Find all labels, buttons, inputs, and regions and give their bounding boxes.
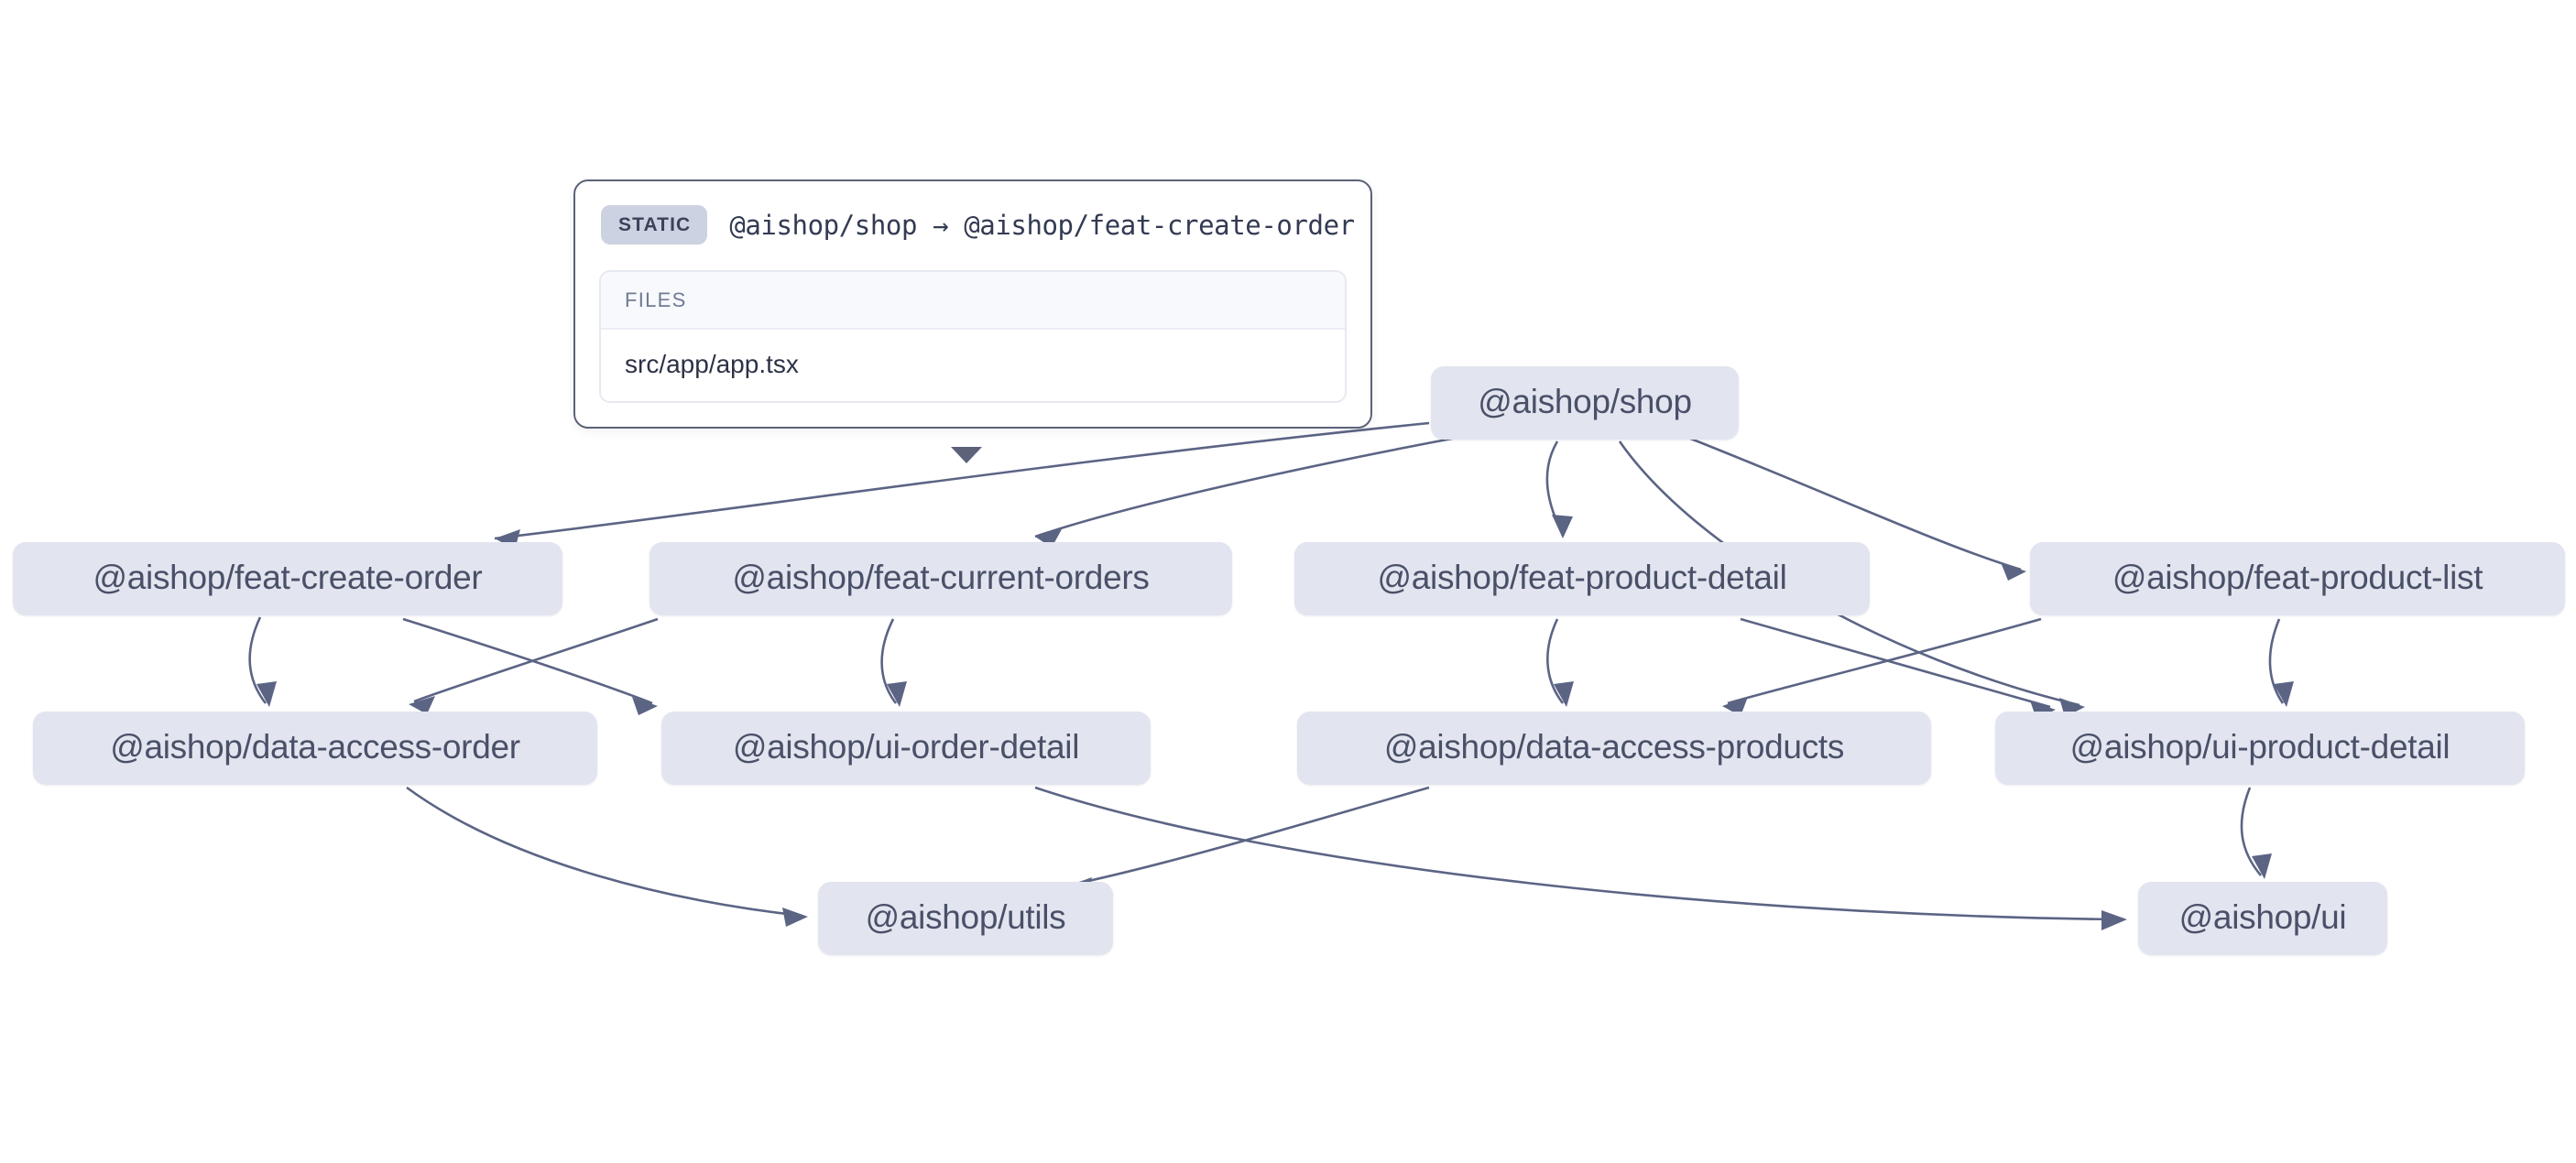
- node-label: @aishop/data-access-order: [110, 728, 520, 766]
- tooltip-pointer-icon: [951, 447, 982, 463]
- edge-detail-title: @aishop/shop → @aishop/feat-create-order: [729, 209, 1355, 241]
- edge-feat-current-orders-to-data-access-order: [409, 617, 659, 714]
- edge-feat-product-detail-to-data-access-products: [1546, 618, 1574, 707]
- static-badge: STATIC: [601, 205, 708, 245]
- edge-feat-create-order-to-ui-order-detail: [402, 617, 658, 715]
- node-label: @aishop/feat-current-orders: [732, 559, 1150, 596]
- node-label: @aishop/data-access-products: [1383, 728, 1845, 766]
- graph-node-feat-current-orders[interactable]: @aishop/feat-current-orders: [649, 542, 1232, 615]
- graph-node-data-access-order[interactable]: @aishop/data-access-order: [33, 712, 597, 785]
- graph-node-feat-create-order[interactable]: @aishop/feat-create-order: [13, 542, 562, 615]
- node-label: @aishop/shop: [1478, 383, 1692, 420]
- graph-node-shop[interactable]: @aishop/shop: [1431, 366, 1739, 440]
- edge-shop-to-feat-create-order: [494, 421, 1430, 549]
- node-label: @aishop/ui: [2178, 898, 2347, 936]
- graph-node-data-access-products[interactable]: @aishop/data-access-products: [1297, 712, 1931, 785]
- node-label: @aishop/feat-product-detail: [1377, 559, 1787, 596]
- files-panel: FILES src/app/app.tsx: [599, 270, 1347, 403]
- node-label: @aishop/utils: [865, 898, 1066, 936]
- graph-node-ui-order-detail[interactable]: @aishop/ui-order-detail: [661, 712, 1151, 785]
- files-list-item[interactable]: src/app/app.tsx: [601, 330, 1345, 401]
- edge-feat-product-list-to-data-access-products: [1722, 617, 2042, 716]
- graph-node-ui-product-detail[interactable]: @aishop/ui-product-detail: [1995, 712, 2525, 785]
- edge-feat-product-list-to-ui-product-detail: [2268, 618, 2294, 707]
- edge-feat-current-orders-to-ui-order-detail: [880, 618, 907, 707]
- edge-feat-product-detail-to-ui-product-detail: [1740, 617, 2056, 719]
- graph-node-ui[interactable]: @aishop/ui: [2138, 882, 2387, 955]
- graph-node-feat-product-list[interactable]: @aishop/feat-product-list: [2030, 542, 2565, 615]
- edge-shop-to-feat-current-orders: [1034, 436, 1457, 548]
- node-label: @aishop/ui-product-detail: [2069, 728, 2450, 766]
- edge-data-access-products-to-utils: [1066, 786, 1430, 897]
- edge-detail-header: STATIC @aishop/shop → @aishop/feat-creat…: [599, 203, 1355, 252]
- edge-ui-product-detail-to-ui: [2240, 787, 2272, 879]
- node-label: @aishop/feat-create-order: [93, 559, 483, 596]
- graph-node-feat-product-detail[interactable]: @aishop/feat-product-detail: [1294, 542, 1870, 615]
- node-label: @aishop/ui-order-detail: [732, 728, 1080, 766]
- edge-detail-card[interactable]: STATIC @aishop/shop → @aishop/feat-creat…: [573, 179, 1372, 429]
- graph-node-utils[interactable]: @aishop/utils: [818, 882, 1113, 955]
- edge-ui-order-detail-to-ui: [1034, 786, 2127, 930]
- files-panel-header: FILES: [601, 272, 1345, 330]
- edge-feat-create-order-to-data-access-order: [248, 616, 277, 707]
- node-label: @aishop/feat-product-list: [2112, 559, 2483, 596]
- edge-data-access-order-to-utils: [406, 786, 808, 927]
- edge-shop-to-feat-product-detail: [1545, 440, 1573, 538]
